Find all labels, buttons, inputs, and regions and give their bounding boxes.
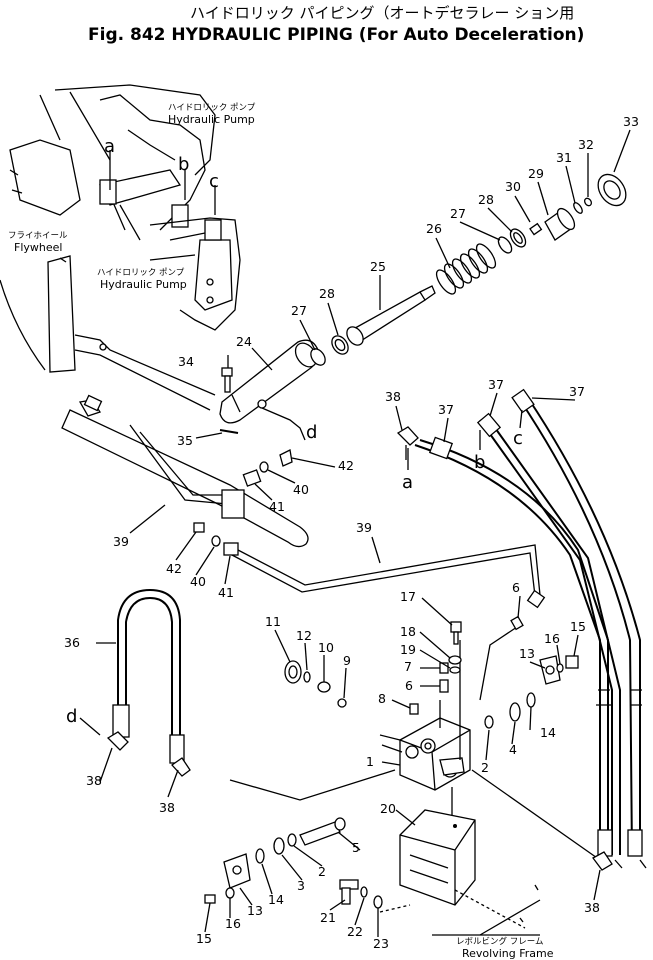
callout-25: 25 — [370, 259, 386, 274]
bracket-20 — [399, 809, 476, 906]
flywheel-en: Flywheel — [14, 241, 62, 254]
revolving-frame-jp: レボルビング フレーム — [456, 936, 543, 947]
spring-26 — [435, 243, 497, 295]
letter-a-pump: a — [104, 136, 115, 157]
callout-39-right: 39 — [356, 520, 372, 535]
callout-30: 30 — [505, 179, 521, 194]
callout-27-lower: 27 — [291, 303, 307, 318]
callout-41-lower: 41 — [218, 585, 234, 600]
elbow-38-upper — [396, 426, 419, 446]
part-callouts: 1 2 2 3 4 5 6 6 7 8 9 10 11 12 13 13 14 … — [64, 114, 639, 951]
pin-35 — [219, 429, 239, 434]
callout-18: 18 — [400, 624, 416, 639]
hoses-37 — [414, 388, 647, 869]
callout-28-lower: 28 — [319, 286, 335, 301]
callout-33: 33 — [623, 114, 639, 129]
pipe-39-lower — [237, 544, 541, 596]
valve-assembly — [229, 624, 601, 861]
hydraulic-pump-mid-jp: ハイドロリック ポンプ — [97, 268, 185, 278]
callout-11: 11 — [265, 614, 281, 629]
callout-17: 17 — [400, 589, 416, 604]
callout-38-upper: 38 — [385, 389, 401, 404]
callout-16-right: 16 — [544, 631, 560, 646]
callout-15-right: 15 — [570, 619, 586, 634]
letter-c-hose: c — [513, 428, 523, 449]
callout-38-right: 38 — [584, 900, 600, 915]
callout-35: 35 — [177, 433, 193, 448]
callout-14-right: 14 — [540, 725, 556, 740]
cylinder-assembly — [219, 173, 627, 424]
part-5 — [299, 821, 341, 846]
letter-a-hose: a — [402, 472, 413, 493]
callout-6-upper: 6 — [512, 580, 520, 595]
letter-d-cylinder: d — [306, 422, 317, 443]
callout-9: 9 — [343, 653, 351, 668]
callout-leaders — [96, 129, 631, 937]
letter-d-hose: d — [66, 706, 77, 727]
title-japanese: ハイドロリック パイピング（オートデセラレー ション用 — [190, 4, 574, 22]
callout-21: 21 — [320, 910, 336, 925]
callout-20: 20 — [380, 801, 396, 816]
callout-42-lower: 42 — [166, 561, 182, 576]
callout-39-left: 39 — [113, 534, 129, 549]
callout-15-left: 15 — [196, 931, 212, 946]
callout-23: 23 — [373, 936, 389, 951]
letter-b-hose: b — [474, 452, 485, 473]
callout-14-left: 14 — [268, 892, 284, 907]
callout-13-left: 13 — [247, 903, 263, 918]
callout-42-upper: 42 — [338, 458, 354, 473]
hose-36 — [106, 588, 191, 777]
callout-38-left: 38 — [86, 773, 102, 788]
letter-c-pump: c — [209, 171, 219, 192]
callout-32: 32 — [578, 137, 594, 152]
callout-19: 19 — [400, 642, 416, 657]
flywheel-jp: フライホイール — [8, 231, 68, 241]
engine-pump-assembly — [0, 84, 241, 411]
callout-37-a: 37 — [438, 402, 454, 417]
hydraulic-pump-top-jp: ハイドロリック ポンプ — [168, 103, 256, 113]
title-english: Fig. 842 HYDRAULIC PIPING (For Auto Dece… — [88, 25, 584, 45]
callout-31: 31 — [556, 150, 572, 165]
callout-27-upper: 27 — [450, 206, 466, 221]
callout-2-right: 2 — [481, 760, 489, 775]
letter-b-pump: b — [178, 154, 189, 175]
callout-7: 7 — [404, 659, 412, 674]
fittings-lower — [193, 522, 239, 556]
callout-40-upper: 40 — [293, 482, 309, 497]
callout-38-mid: 38 — [159, 800, 175, 815]
callout-41-upper: 41 — [269, 499, 285, 514]
fittings-upper — [242, 449, 293, 487]
callout-36: 36 — [64, 635, 80, 650]
rod-39 — [61, 394, 309, 548]
callout-12: 12 — [296, 628, 312, 643]
hydraulic-pump-mid-en: Hydraulic Pump — [100, 278, 187, 291]
bolt-34 — [221, 367, 233, 393]
callout-37-b: 37 — [488, 377, 504, 392]
callout-40-lower: 40 — [190, 574, 206, 589]
callout-4: 4 — [509, 742, 517, 757]
callout-13-right: 13 — [519, 646, 535, 661]
callout-37-c: 37 — [569, 384, 585, 399]
callout-3: 3 — [297, 878, 305, 893]
callout-16-left: 16 — [225, 916, 241, 931]
hydraulic-pump-top-en: Hydraulic Pump — [168, 113, 255, 126]
callout-24: 24 — [236, 334, 252, 349]
callout-1: 1 — [366, 754, 374, 769]
callout-22: 22 — [347, 924, 363, 939]
callout-2-left: 2 — [318, 864, 326, 879]
callout-6-lower: 6 — [405, 678, 413, 693]
callout-8: 8 — [378, 691, 386, 706]
callout-34: 34 — [178, 354, 194, 369]
callout-28-upper: 28 — [478, 192, 494, 207]
callout-29: 29 — [528, 166, 544, 181]
callout-26: 26 — [426, 221, 442, 236]
revolving-frame-en: Revolving Frame — [462, 947, 554, 960]
callout-10: 10 — [318, 640, 334, 655]
